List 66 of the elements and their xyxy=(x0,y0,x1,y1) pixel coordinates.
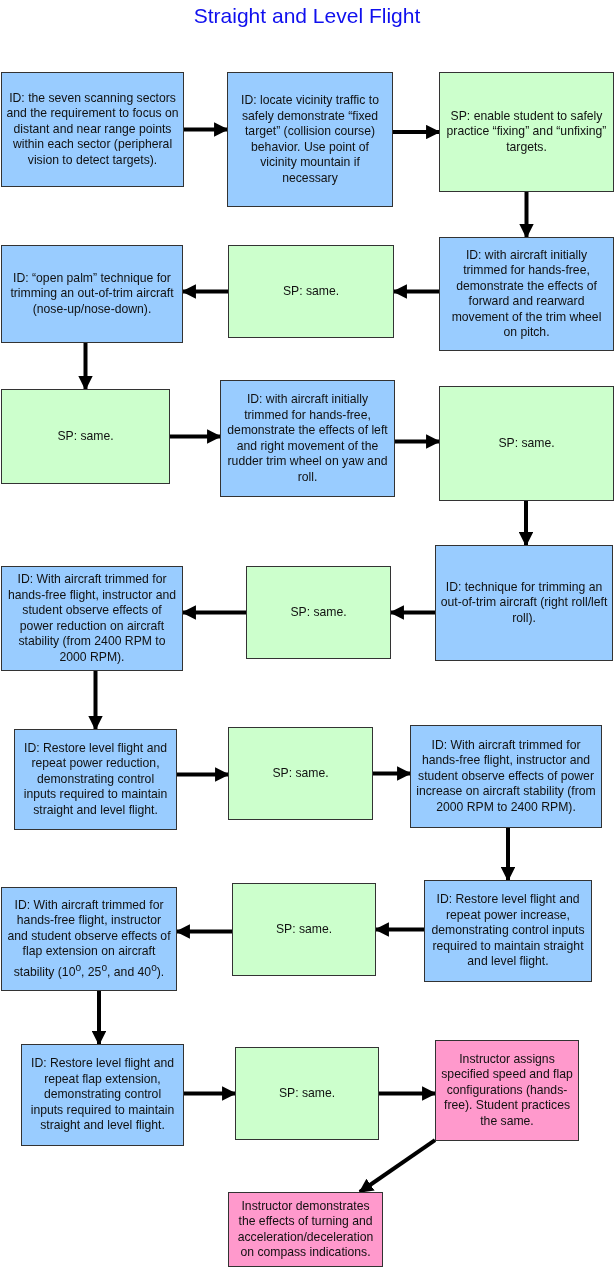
arrow xyxy=(78,343,93,391)
step-box xyxy=(228,727,373,820)
step-box xyxy=(439,237,614,351)
arrow xyxy=(389,605,435,620)
step-box xyxy=(1,566,183,671)
step-text: ID: With aircraft trimmed for hands-free flight, instructor and student observe effects of power reduction on aircraft stability (from 2400 RPM to 2000 RPM). xyxy=(7,572,177,665)
diagram-title: Straight and Level Flight xyxy=(192,4,422,28)
arrow xyxy=(519,192,534,239)
step-text: SP: same. xyxy=(282,283,340,300)
step-text: SP: same. xyxy=(272,765,329,782)
step-text: ID: With aircraft trimmed for hands-free flight, instructor and student observe effects of flap extension on aircraft stability (10$^{o}$, 25$^{o}$, and 40$^{o}$). xyxy=(6,897,172,981)
step-text: SP: same. xyxy=(498,435,555,452)
step-box xyxy=(232,883,376,976)
step-text: ID: Restore level flight and repeat power reduction, demonstrating control inputs required to maintain straight and level flight. xyxy=(22,740,169,819)
arrow xyxy=(184,122,229,137)
step-text: SP: same. xyxy=(290,604,347,621)
arrow xyxy=(177,767,230,782)
step-text: ID: locate vicinity traffic to safely demonstrate “fixed target” (collision course) behavior. Use point of vicinity mountain if necessary xyxy=(240,93,380,186)
step-text: ID: the seven scanning sectors and the requirement to focus on distant and near range points within each sector (peripheral vision to detect targets). xyxy=(6,90,179,169)
arrow xyxy=(518,501,534,547)
step-box xyxy=(235,1047,379,1140)
step-box xyxy=(228,1192,383,1267)
arrow xyxy=(184,1086,237,1101)
step-box xyxy=(1,245,183,343)
arrow xyxy=(358,1138,437,1194)
arrow xyxy=(175,924,232,939)
step-text: ID: With aircraft trimmed for hands-free flight, instructor and student observe effects of power increase on aircraft stability (from 2000 RPM to 2400 RPM). xyxy=(415,737,597,816)
step-box xyxy=(228,245,394,338)
step-text: Instructor demonstrates the effects of turning and acceleration/deceleration on compass indications. xyxy=(236,1198,375,1261)
arrow xyxy=(393,124,441,140)
step-box xyxy=(435,1040,579,1141)
step-box xyxy=(21,1044,184,1146)
step-box xyxy=(439,386,614,501)
step-text: Instructor assigns specified speed and flap configurations (hands-free). Student practices the same. xyxy=(440,1051,574,1130)
step-box xyxy=(246,566,391,659)
step-text: SP: enable student to safely practice “fixing” and “unfixing” targets. xyxy=(445,108,608,156)
step-text: ID: Restore level flight and repeat flap extension, demonstrating control inputs required to maintain straight and level flight. xyxy=(29,1056,176,1134)
step-box xyxy=(424,880,592,982)
step-text: ID: with aircraft initially trimmed for hands-free, demonstrate the effects of forward and rearward movement of the trim wheel on pitch. xyxy=(450,247,603,341)
step-box xyxy=(435,545,613,661)
arrow xyxy=(181,605,246,620)
step-text: ID: technique for trimming an out-of-trim aircraft (right roll/left roll). xyxy=(440,579,608,627)
arrow xyxy=(181,284,228,299)
step-box xyxy=(1,389,170,484)
arrow xyxy=(392,284,439,299)
step-box xyxy=(14,729,177,830)
arrow xyxy=(88,671,103,731)
arrow xyxy=(91,991,107,1046)
step-box xyxy=(1,887,177,991)
step-text: SP: same. xyxy=(57,428,114,445)
step-box xyxy=(227,72,393,207)
step-box xyxy=(439,72,614,192)
step-box xyxy=(410,725,602,828)
step-text: SP: same. xyxy=(275,921,333,938)
arrow xyxy=(395,434,441,449)
arrow xyxy=(374,922,424,937)
step-text: ID: with aircraft initially trimmed for hands-free, demonstrate the effects of left and right movement of the rudder trim wheel on yaw and roll. xyxy=(226,392,389,485)
arrow xyxy=(500,828,516,882)
arrow xyxy=(379,1086,437,1101)
step-text: SP: same. xyxy=(278,1085,336,1102)
step-text: ID: “open palm” technique for trimming an out-of-trim aircraft (nose-up/nose-down). xyxy=(9,270,175,318)
arrow xyxy=(170,429,222,444)
arrow xyxy=(373,766,412,781)
step-box xyxy=(220,380,395,497)
step-text: ID: Restore level flight and repeat power increase, demonstrating control inputs required to maintain straight and level flight. xyxy=(430,892,586,970)
step-box xyxy=(1,72,184,187)
